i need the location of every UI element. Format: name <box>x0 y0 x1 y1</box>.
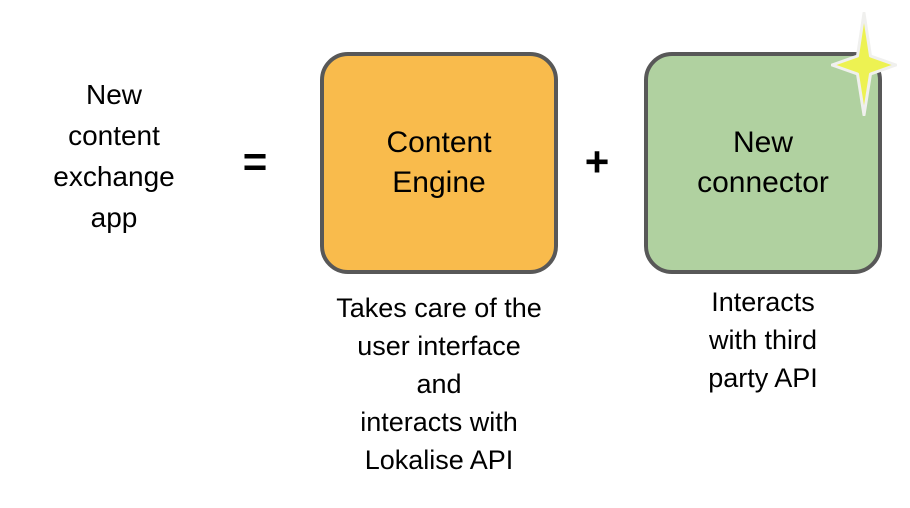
node-new-connector-label: New connector <box>697 126 829 199</box>
node-new-connector[interactable]: New connector <box>644 52 882 274</box>
equation-result-label: New content exchange app <box>53 79 175 233</box>
node-content-engine-label: Content Engine <box>386 126 492 199</box>
plus-operator: + <box>584 138 610 185</box>
equals-operator: = <box>242 138 268 185</box>
caption-content-engine: Takes care of the user interface and int… <box>336 293 542 475</box>
node-content-engine[interactable]: Content Engine <box>320 52 558 274</box>
caption-new-connector: Interacts with third party API <box>708 287 818 393</box>
